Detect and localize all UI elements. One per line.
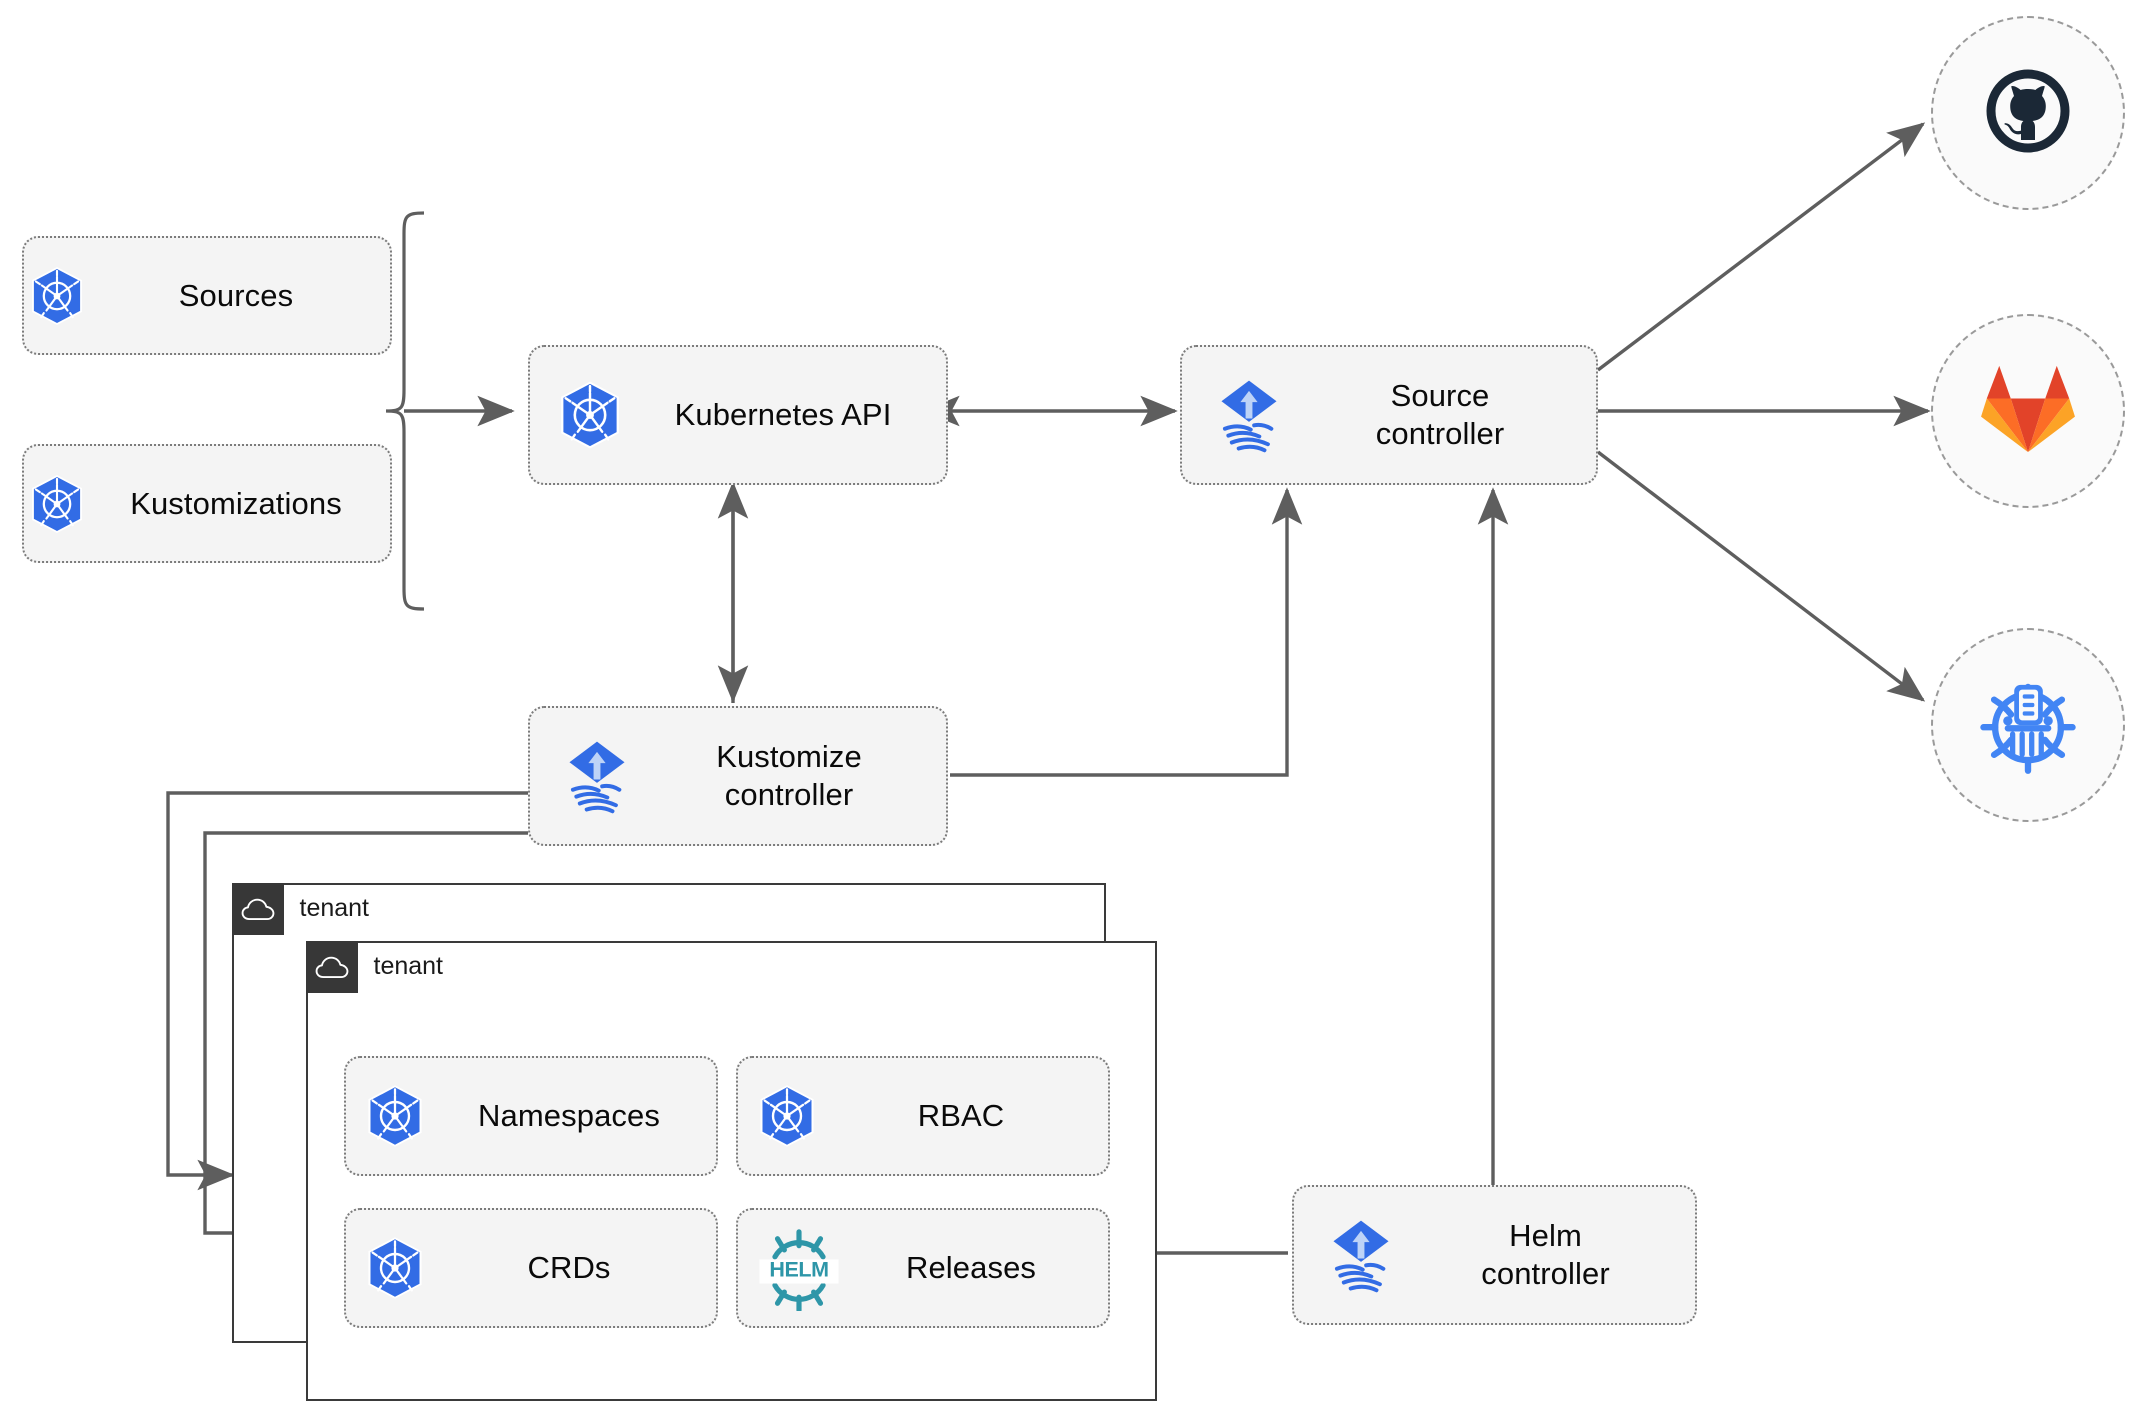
provider-github[interactable]	[1931, 16, 2125, 210]
node-label: Kustomize controller	[716, 739, 862, 812]
node-kubernetes-api[interactable]: Kubernetes API	[528, 345, 948, 485]
kubernetes-icon	[360, 1081, 430, 1151]
kubernetes-icon	[24, 263, 90, 329]
node-crds[interactable]: CRDs	[344, 1208, 718, 1328]
cloud-icon	[231, 882, 284, 935]
node-namespaces[interactable]: Namespaces	[344, 1056, 718, 1176]
cloud-icon	[305, 940, 358, 993]
tenant-label: tenant	[299, 894, 370, 922]
node-label: Namespaces	[478, 1098, 660, 1134]
node-label: Sources	[178, 277, 294, 313]
node-label: Helm controller	[1481, 1218, 1610, 1291]
edge-source-to-helm-repository	[1596, 450, 1926, 702]
tenant-label: tenant	[373, 952, 444, 980]
node-sources[interactable]: Sources	[22, 236, 392, 355]
tenant-header: tenant	[305, 940, 444, 993]
flux-icon	[1206, 372, 1292, 458]
svg-text:HELM: HELM	[769, 1258, 828, 1282]
helm-repository-icon	[1975, 670, 2081, 781]
edge-kustomize-to-source	[950, 487, 1303, 777]
provider-helm-repository[interactable]	[1931, 628, 2125, 822]
github-icon	[1978, 61, 2078, 166]
edge-source-to-github	[1596, 122, 1926, 372]
helm-icon: HELM	[756, 1225, 842, 1311]
node-kustomize-controller[interactable]: Kustomize controller	[528, 706, 948, 846]
node-label: Kustomizations	[130, 485, 342, 521]
flux-icon	[554, 733, 640, 819]
node-label: RBAC	[917, 1098, 1005, 1134]
node-label: Releases	[905, 1250, 1037, 1286]
provider-gitlab[interactable]	[1931, 314, 2125, 508]
kubernetes-icon	[752, 1081, 822, 1151]
kubernetes-icon	[24, 471, 90, 537]
node-rbac[interactable]: RBAC	[736, 1056, 1110, 1176]
tenant-panel-2[interactable]: tenant	[305, 940, 1157, 1401]
node-label: Kubernetes API	[674, 397, 892, 433]
node-helm-controller[interactable]: Helm controller	[1292, 1185, 1697, 1325]
node-label: Source controller	[1375, 378, 1505, 451]
node-label: CRDs	[527, 1250, 611, 1286]
tenant-header: tenant	[231, 882, 370, 935]
kubernetes-icon	[552, 377, 628, 453]
gitlab-icon	[1980, 363, 2076, 460]
node-releases[interactable]: HELM Releases	[736, 1208, 1110, 1328]
flux-icon	[1318, 1212, 1404, 1298]
node-kustomizations[interactable]: Kustomizations	[22, 444, 392, 563]
kubernetes-icon	[360, 1233, 430, 1303]
node-source-controller[interactable]: Source controller	[1180, 345, 1598, 485]
